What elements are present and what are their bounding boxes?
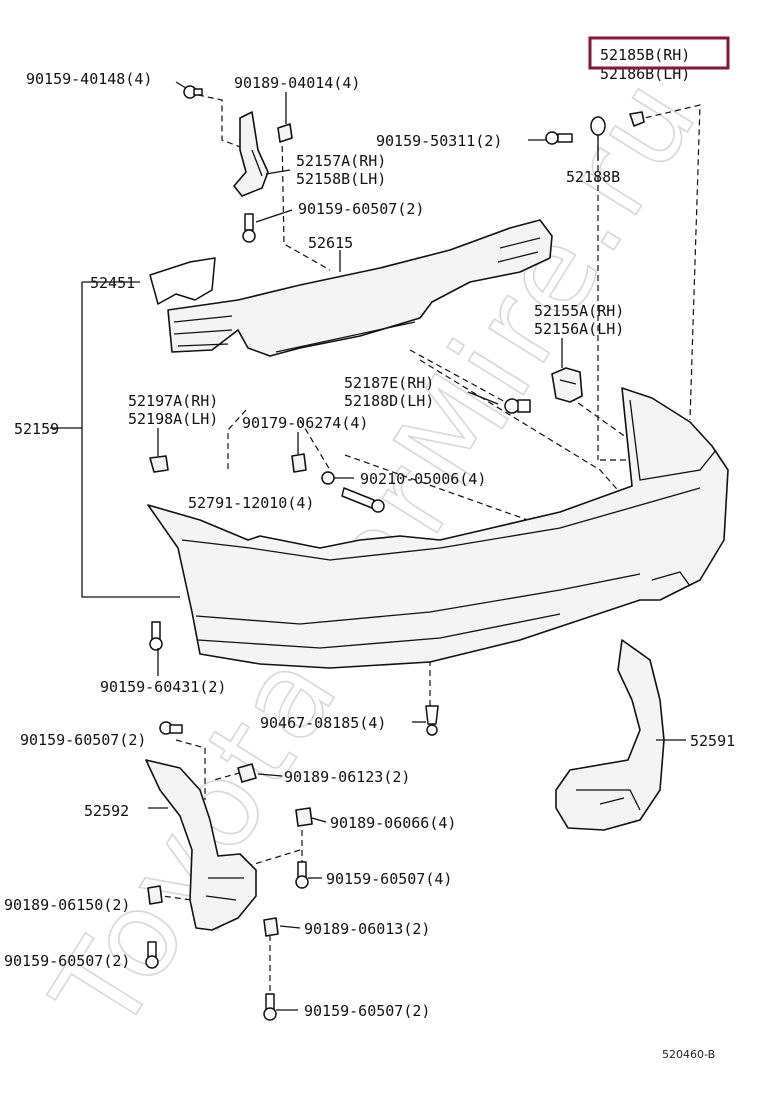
label-52157a-rh[interactable]: 52157A(RH) [296, 152, 386, 170]
clip-90189-06150-icon [147, 885, 163, 905]
clip-90189-06013-icon [263, 917, 279, 937]
label-leader-lines [148, 81, 686, 1011]
label-90159-60507-e[interactable]: 90159-60507(2) [304, 1002, 430, 1020]
label-52198a-lh[interactable]: 52198A(LH) [128, 410, 218, 428]
fastener-icons [145, 85, 645, 1021]
label-90189-06150[interactable]: 90189-06150(2) [4, 896, 130, 914]
label-90159-60507-a[interactable]: 90159-60507(2) [298, 200, 424, 218]
bolt-90159-60507-d-icon [145, 941, 159, 969]
bolt-90159-40148-icon [183, 85, 203, 99]
bolt-90159-60507-b-icon [159, 721, 183, 735]
label-90159-50311[interactable]: 90159-50311(2) [376, 132, 502, 150]
label-90159-60431[interactable]: 90159-60431(2) [100, 678, 226, 696]
label-90159-60507-c[interactable]: 90159-60507(4) [326, 870, 452, 888]
label-52155a-rh[interactable]: 52155A(RH) [534, 302, 624, 320]
label-52591[interactable]: 52591 [690, 732, 735, 750]
label-52187e-rh[interactable]: 52187E(RH) [344, 374, 434, 392]
label-52592[interactable]: 52592 [84, 802, 129, 820]
label-90210-05006[interactable]: 90210-05006(4) [360, 470, 486, 488]
label-90189-06123[interactable]: 90189-06123(2) [284, 768, 410, 786]
reinforcement-52615-part [167, 219, 553, 357]
label-52197a-rh[interactable]: 52197A(RH) [128, 392, 218, 410]
label-90189-04014[interactable]: 90189-04014(4) [234, 74, 360, 92]
label-90189-06013[interactable]: 90189-06013(2) [304, 920, 430, 938]
bumper-cover-52159-part [147, 387, 729, 669]
bolt-90159-50311-icon [545, 131, 573, 145]
bracket-52157a-part [233, 111, 269, 197]
bolt-90159-60431-icon [149, 621, 163, 651]
label-90467-08185[interactable]: 90467-08185(4) [260, 714, 386, 732]
clip-90189-04014-icon [277, 123, 293, 143]
retainer-52155a-part [551, 367, 583, 403]
clip-52197a-icon [149, 455, 169, 473]
side-bracket-52591-part [555, 639, 665, 831]
label-90159-60507-d[interactable]: 90159-60507(2) [4, 952, 130, 970]
nut-90210-05006-icon [321, 471, 335, 485]
bolt-90159-60507-a-icon [242, 213, 256, 243]
part-labels: 52185B(RH) 52186B(LH) 90159-40148(4) 901… [4, 46, 735, 1061]
label-52615[interactable]: 52615 [308, 234, 353, 252]
side-bracket-52592-part [145, 759, 257, 931]
label-52156a-lh[interactable]: 52156A(LH) [534, 320, 624, 338]
label-52188d-lh[interactable]: 52188D(LH) [344, 392, 434, 410]
label-52451[interactable]: 52451 [90, 274, 135, 292]
label-52791-12010[interactable]: 52791-12010(4) [188, 494, 314, 512]
clip-90179-06274-icon [291, 453, 307, 473]
clip-90189-06066-icon [295, 807, 313, 827]
bolt-90159-60507-c-icon [295, 861, 309, 889]
label-90179-06274[interactable]: 90179-06274(4) [242, 414, 368, 432]
clip-90189-06123-icon [237, 763, 257, 783]
diagram-code: 520460-B [662, 1048, 715, 1061]
clip-52185b-icon [629, 111, 645, 127]
fastener-90467-08185-icon [425, 705, 439, 736]
label-90159-60507-b[interactable]: 90159-60507(2) [20, 731, 146, 749]
cap-52188b-icon [590, 116, 606, 136]
label-90159-40148[interactable]: 90159-40148(4) [26, 70, 152, 88]
label-52185b-rh[interactable]: 52185B(RH) [600, 46, 690, 64]
label-52188b[interactable]: 52188B [566, 168, 620, 186]
bolt-52791-12010-icon [341, 487, 385, 513]
bolt-90159-60507-e-icon [263, 993, 277, 1021]
plug-52187e-icon [504, 398, 531, 414]
label-90189-06066[interactable]: 90189-06066(4) [330, 814, 456, 832]
bracket-52159 [81, 282, 180, 598]
seal-52451-part [149, 257, 216, 305]
label-52158b-lh[interactable]: 52158B(LH) [296, 170, 386, 188]
label-52159[interactable]: 52159 [14, 420, 59, 438]
highlight-box [588, 36, 730, 70]
